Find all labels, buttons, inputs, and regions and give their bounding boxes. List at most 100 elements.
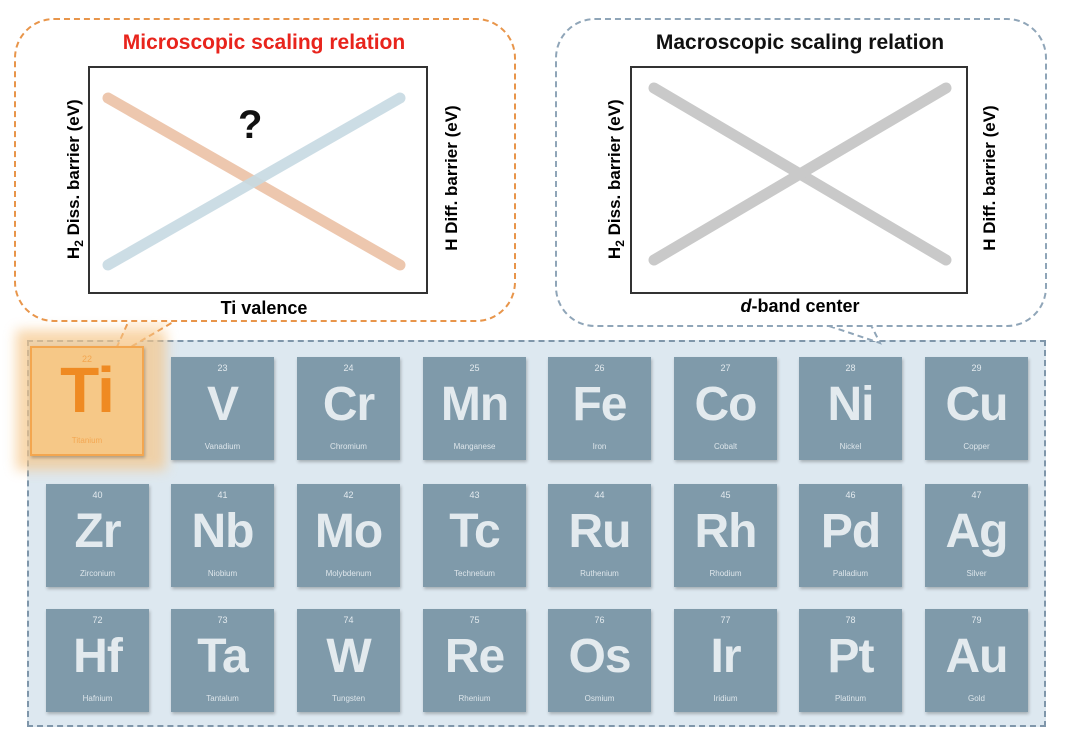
element-symbol: Rh [694,505,758,558]
element-symbol: Hf [73,630,123,683]
element-name: Gold [968,694,985,703]
micro-lines [102,92,406,271]
element-number: 77 [720,615,731,625]
element-symbol: Ru [568,505,632,558]
micro-right-ylabel: H Diff. barrier (eV) [442,105,461,251]
element-symbol: Re [444,630,505,683]
element-number: 27 [720,363,731,373]
element-number: 75 [469,615,480,625]
element-number: 43 [469,490,480,500]
micro-title: Microscopic scaling relation [122,31,406,54]
element-number: 47 [971,490,982,500]
element-number: 22 [81,354,92,364]
micro-plot [88,66,428,294]
element-symbol: Mo [314,505,383,558]
element-name: Platinum [834,694,867,703]
element-symbol: Ir [710,630,741,683]
micro-left-ylabel: H2 Diss. barrier (eV) [63,99,87,260]
element-symbol: Ta [197,630,248,683]
element-symbol: Nb [191,505,255,558]
element-name: Copper [963,442,990,451]
macro-right-ylabel: H Diff. barrier (eV) [980,105,999,251]
macro-title: Macroscopic scaling relation [655,31,945,54]
question-mark: ? [238,103,263,147]
element-name: Molybdenum [325,569,372,578]
element-name: Ruthenium [580,569,619,578]
element-number: 29 [971,363,982,373]
element-symbol: Zr [74,505,122,558]
element-symbol: Tc [449,505,500,558]
element-number: 23 [217,363,228,373]
element-symbol: Cr [322,378,375,431]
macro-plot [630,66,968,294]
element-number: 41 [217,490,228,500]
element-name: Vanadium [204,442,241,451]
element-number: 25 [469,363,480,373]
element-number: 78 [845,615,856,625]
element-symbol: W [326,630,371,683]
macro-increasing-line [648,82,952,266]
element-number: 44 [594,490,605,500]
element-name: Tantalum [206,694,239,703]
element-number: 76 [594,615,605,625]
element-number: 74 [343,615,354,625]
macro-left-ylabel: H2 Diss. barrier (eV) [604,99,628,260]
element-symbol: Au [945,630,1009,683]
element-name: Iron [592,442,607,451]
element-number: 72 [92,615,103,625]
element-symbol: Os [568,630,631,683]
element-symbol: Cu [945,378,1009,431]
element-number: 73 [217,615,228,625]
element-symbol: Mn [440,378,509,431]
element-name: Osmium [584,694,615,703]
element-name: Niobium [207,569,238,578]
element-symbol: Ni [827,378,875,431]
micro-xlabel: Ti valence [220,298,308,318]
element-name: Hafnium [82,694,113,703]
element-number: 42 [343,490,354,500]
element-name: Zirconium [79,569,116,578]
element-tile-ti: 22 Ti Titanium [30,346,144,456]
element-symbol: V [206,378,239,431]
macro-lines [648,82,952,266]
element-number: 79 [971,615,982,625]
element-symbol: Pt [827,630,875,683]
element-name: Rhenium [458,694,491,703]
element-name: Manganese [453,442,496,451]
micro-increasing-line [102,92,406,271]
element-name: Iridium [713,694,738,703]
element-number: 24 [343,363,354,373]
element-symbol: Pd [820,505,881,558]
element-symbol: Co [694,378,758,431]
macro-xlabel: d-band center [740,296,860,316]
element-name: Cobalt [713,442,738,451]
element-number: 45 [720,490,731,500]
element-symbol: Ag [945,505,1009,558]
element-name: Chromium [330,442,367,451]
element-name: Tungsten [331,694,366,703]
element-name: Silver [966,569,987,578]
element-number: 46 [845,490,856,500]
